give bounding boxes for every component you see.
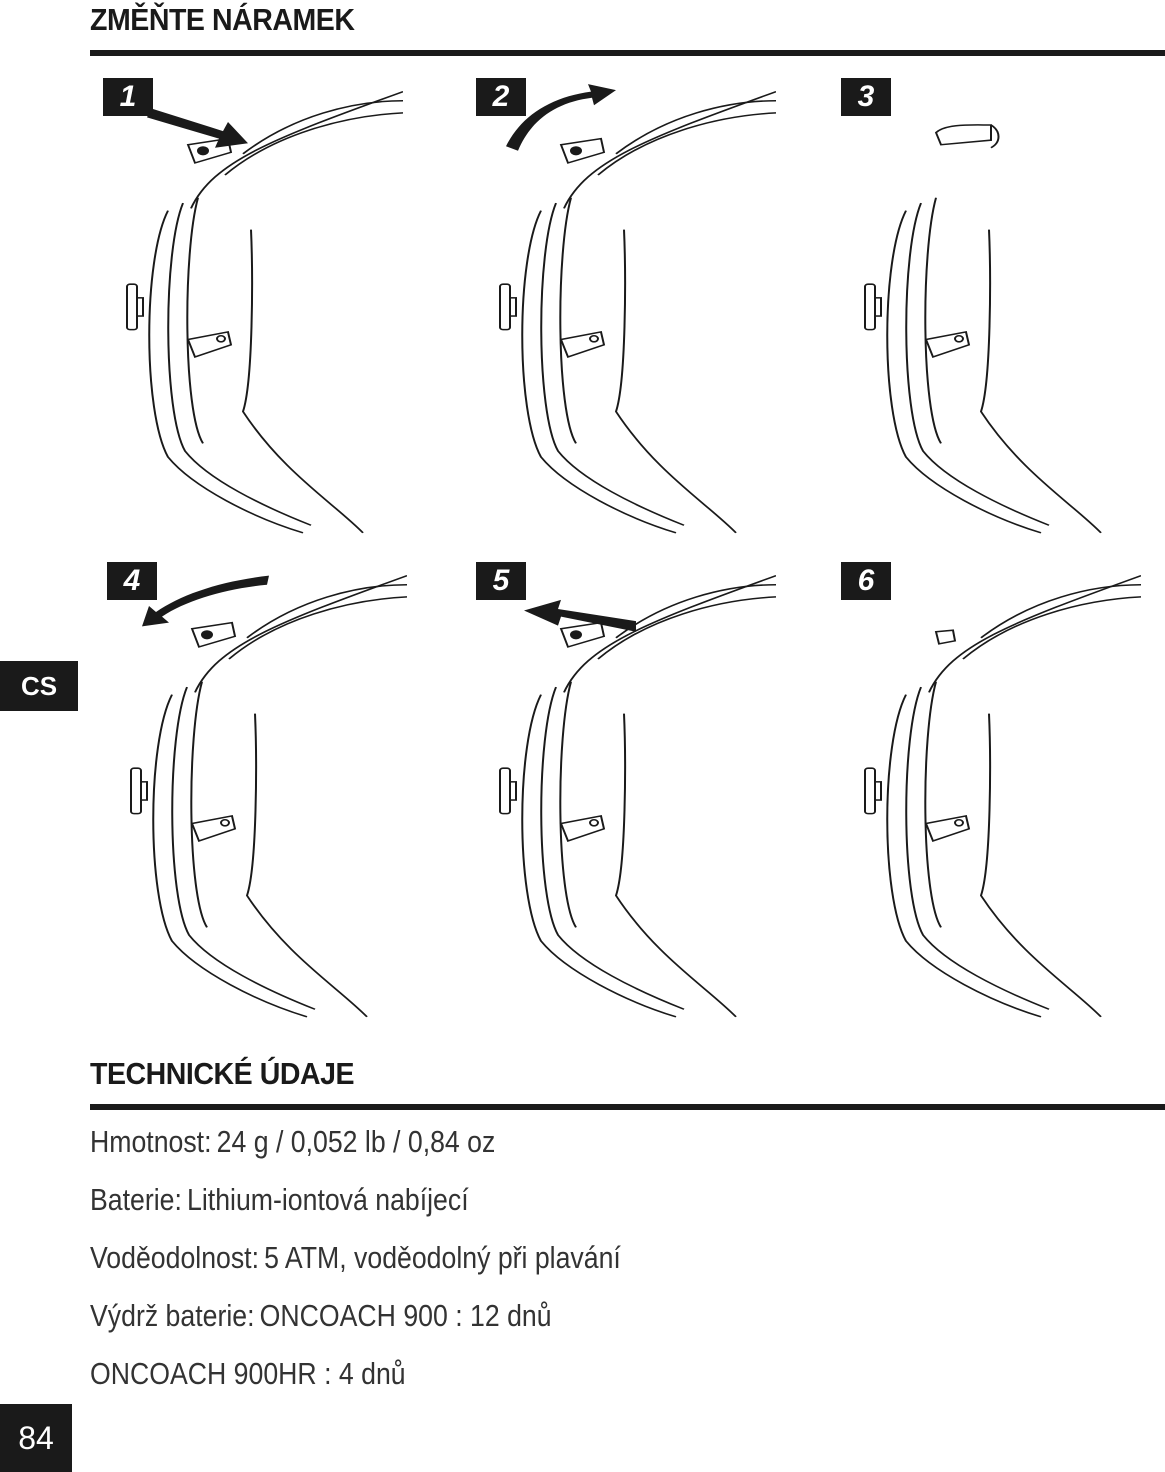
step-number-badge: 5 xyxy=(476,562,526,600)
band-illustration xyxy=(499,574,776,1018)
direction-arrow-icon xyxy=(147,108,248,148)
step-number-badge: 3 xyxy=(841,78,891,116)
step-panel: 4 xyxy=(107,562,407,1042)
section-divider xyxy=(90,50,1165,56)
band-illustration xyxy=(130,574,407,1018)
step-number-badge: 2 xyxy=(476,78,526,116)
direction-arrow-icon xyxy=(142,575,269,627)
band-illustration xyxy=(126,90,403,534)
spec-battery-life: Výdrž baterie:ONCOACH 900 : 12 dnů xyxy=(90,1298,552,1334)
section-title-change-strap: ZMĚŇTE NÁRAMEK xyxy=(90,2,355,37)
spec-label: Voděodolnost: xyxy=(90,1240,260,1275)
spec-label: Hmotnost: xyxy=(90,1124,212,1159)
page-number: 84 xyxy=(0,1404,72,1472)
spec-value: 24 g / 0,052 lb / 0,84 oz xyxy=(216,1124,496,1159)
spec-weight: Hmotnost:24 g / 0,052 lb / 0,84 oz xyxy=(90,1124,495,1160)
step-panel: 3 xyxy=(841,78,1141,558)
spec-water-resistance: Voděodolnost:5 ATM, voděodolný při plavá… xyxy=(90,1240,621,1276)
language-tab: CS xyxy=(0,661,78,711)
step-panel: 2 xyxy=(476,78,776,558)
direction-arrow-icon xyxy=(524,599,636,632)
spec-value: ONCOACH 900 : 12 dnů xyxy=(259,1298,552,1333)
section-title-tech-specs: TECHNICKÉ ÚDAJE xyxy=(90,1056,355,1091)
step-panel: 5 xyxy=(476,562,776,1042)
step-panel: 1 xyxy=(103,78,403,558)
spec-battery-life-hr: ONCOACH 900HR : 4 dnů xyxy=(90,1356,406,1392)
spec-label: Baterie: xyxy=(90,1182,182,1217)
band-illustration xyxy=(864,574,1141,1018)
step-number-badge: 4 xyxy=(107,562,157,600)
spec-label: Výdrž baterie: xyxy=(90,1298,255,1333)
section-divider xyxy=(90,1104,1165,1110)
step-panel: 6 xyxy=(841,562,1141,1042)
spec-value: Lithium-iontová nabíjecí xyxy=(187,1182,469,1217)
direction-arrow-icon xyxy=(506,84,616,151)
spec-battery: Baterie:Lithium-iontová nabíjecí xyxy=(90,1182,469,1218)
step-number-badge: 6 xyxy=(841,562,891,600)
step-number-badge: 1 xyxy=(103,78,153,116)
band-illustration xyxy=(864,124,1102,534)
band-illustration xyxy=(499,84,776,534)
spec-value: ONCOACH 900HR : 4 dnů xyxy=(90,1356,406,1391)
spec-value: 5 ATM, voděodolný při plavání xyxy=(264,1240,621,1275)
